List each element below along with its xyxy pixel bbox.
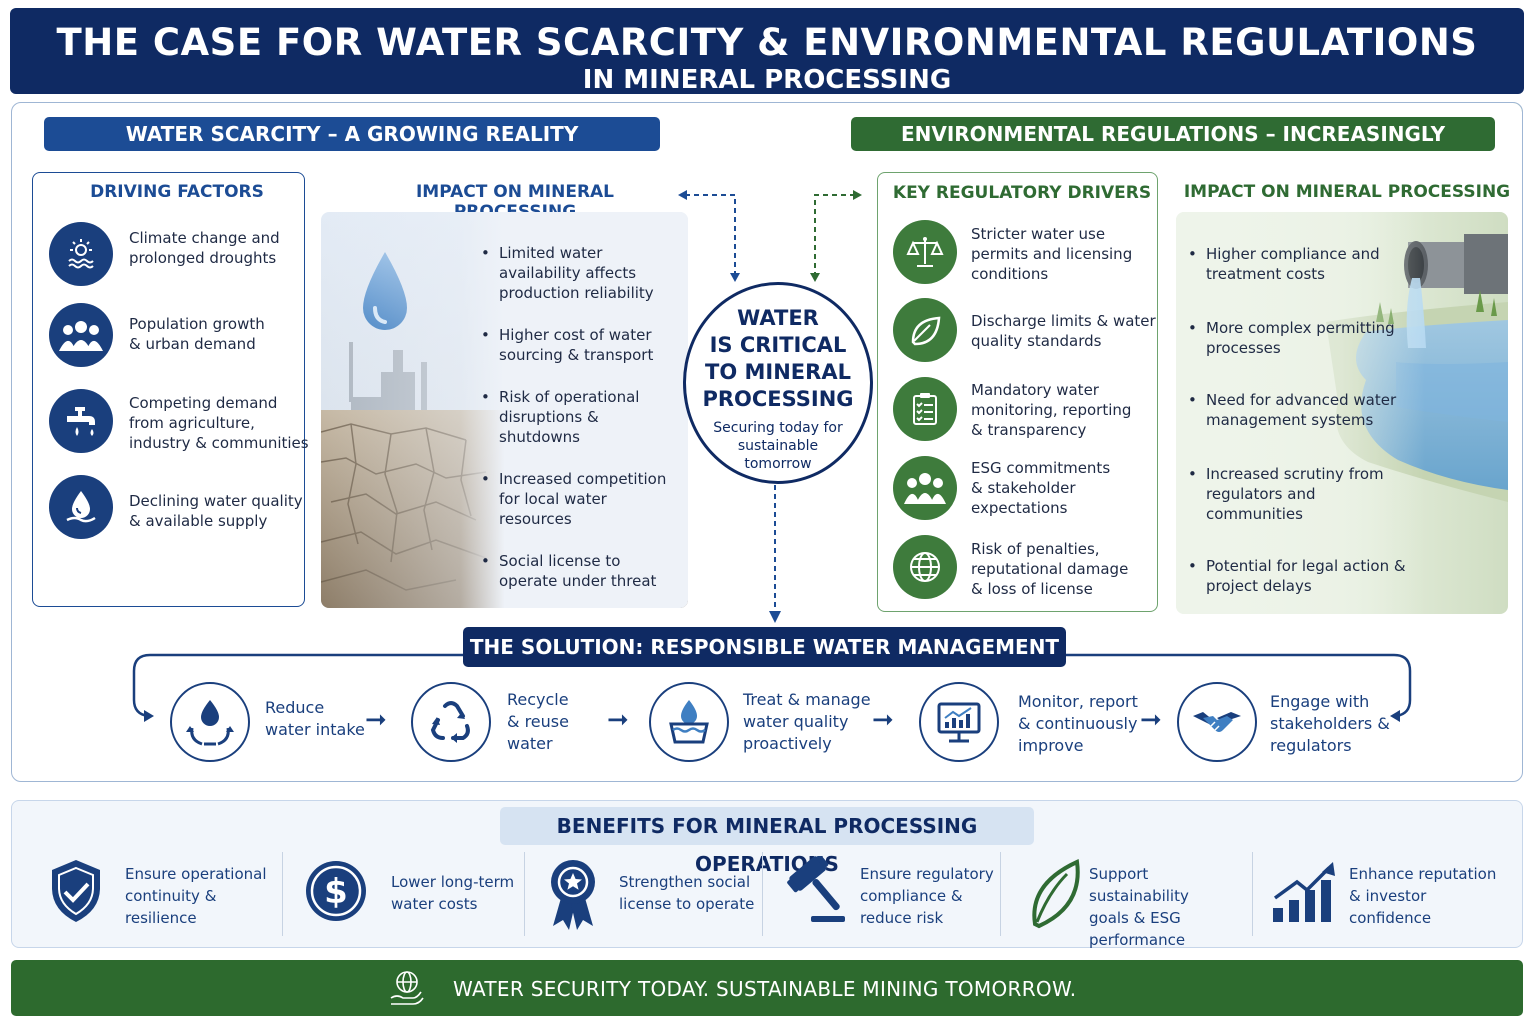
svg-text:$: $ [324, 872, 348, 912]
leaf-icon [893, 298, 957, 362]
regulations-impact-title: IMPACT ON MINERAL PROCESSING [1183, 182, 1511, 202]
globe-hand-icon [390, 971, 424, 1005]
solution-loop-arrows [132, 653, 1412, 722]
benefits-frame [11, 800, 1523, 948]
recycle-icon [411, 682, 491, 762]
sun-waves-icon [49, 222, 113, 286]
center-connectors [678, 190, 862, 623]
step-text: Engage with stakeholders & regulators [1270, 692, 1390, 755]
regulatory-drivers-title: KEY REGULATORY DRIVERS [892, 183, 1152, 203]
driver-text: Mandatory water monitoring, reporting & … [971, 381, 1132, 439]
benefit-item: Support sustainability goals & ESG perfo… [1001, 800, 1251, 949]
list-item: Increased competition for local water re… [481, 469, 681, 529]
scales-icon [893, 220, 957, 284]
divider [1000, 852, 1001, 936]
benefit-text: Ensure regulatory compliance & reduce ri… [860, 865, 994, 927]
driver-text: ESG commitments & stakeholder expectatio… [971, 459, 1111, 517]
regulatory-drivers-box [877, 172, 1158, 612]
factor-text: Population growth & urban demand [129, 315, 265, 353]
scarcity-header: WATER SCARCITY – A GROWING REALITY [44, 117, 660, 151]
divider [1252, 852, 1253, 936]
benefit-text: Ensure operational continuity & resilien… [125, 865, 267, 927]
regulations-impact-list: Higher compliance and treatment costs Mo… [1188, 244, 1408, 596]
page-title: THE CASE FOR WATER SCARCITY & ENVIRONMEN… [56, 21, 1478, 64]
benefit-item: Ensure regulatory compliance & reduce ri… [763, 800, 999, 948]
globe-icon [893, 535, 957, 599]
driving-factors-box [32, 172, 305, 607]
center-headline: WATER IS CRITICAL TO MINERAL PROCESSING [702, 306, 854, 411]
driving-factors-title: DRIVING FACTORS [90, 182, 264, 202]
benefit-item: Enhance reputation & investor confidence [1253, 800, 1521, 948]
page-subtitle: IN MINERAL PROCESSING [582, 65, 952, 95]
award-ribbon-icon [551, 860, 595, 930]
step-text: Treat & manage water quality proactively [743, 690, 871, 753]
dollar-coin-icon: $ [306, 861, 366, 921]
regulations-header: ENVIRONMENTAL REGULATIONS – INCREASINGLY… [851, 117, 1495, 180]
list-item: Risk of operational disruptions & shutdo… [481, 387, 681, 447]
gavel-icon [787, 856, 845, 922]
arrow-right-icon: ➞ [872, 705, 894, 735]
arrow-right-icon: ➞ [1140, 705, 1162, 735]
list-item: Higher compliance and treatment costs [1188, 244, 1408, 284]
leaf-outline-icon [1032, 859, 1080, 929]
center-subtext: Securing today for sustainable tomorrow [713, 420, 843, 472]
footer-slogan: WATER SECURITY TODAY. SUSTAINABLE MINING… [453, 977, 1077, 1001]
list-item: Limited water availability affects produ… [481, 243, 681, 303]
divider [762, 852, 763, 936]
monitor-chart-icon [919, 682, 999, 762]
driver-text: Discharge limits & water quality standar… [971, 312, 1156, 350]
benefit-item: Ensure operational continuity & resilien… [11, 800, 281, 948]
benefit-item: Strengthen social license to operate [525, 800, 761, 948]
list-item: Increased scrutiny from regulators and c… [1188, 464, 1408, 524]
list-item: Social license to operate under threat [481, 551, 681, 591]
title-banner: THE CASE FOR WATER SCARCITY & ENVIRONMEN… [10, 8, 1524, 95]
factor-text: Declining water quality & available supp… [129, 492, 303, 530]
driver-text: Stricter water use permits and licensing… [971, 225, 1133, 283]
list-item: Higher cost of water sourcing & transpor… [481, 325, 681, 365]
footer-bar: WATER SECURITY TODAY. SUSTAINABLE MINING… [11, 960, 1523, 1016]
list-item: More complex permitting processes [1188, 318, 1408, 358]
benefit-text: Strengthen social license to operate [619, 873, 755, 913]
benefit-text: Enhance reputation & investor confidence [1349, 865, 1497, 927]
step-text: Reduce water intake [265, 698, 365, 739]
factor-text: Climate change and prolonged droughts [129, 229, 280, 267]
factor-text: Competing demand from agriculture, indus… [129, 394, 309, 452]
growth-chart-icon [1273, 862, 1335, 922]
stakeholders-icon [893, 456, 957, 520]
shield-check-icon [52, 860, 100, 922]
list-item: Need for advanced water management syste… [1188, 390, 1408, 430]
divider [524, 852, 525, 936]
faucet-icon [49, 389, 113, 453]
water-critical-oval: WATER IS CRITICAL TO MINERAL PROCESSING … [683, 282, 873, 484]
benefit-text: Lower long-term water costs [391, 873, 515, 913]
drop-recycle-icon [170, 682, 250, 762]
main-frame [11, 102, 1523, 782]
handshake-icon [1177, 682, 1257, 762]
benefit-item: $ Lower long-term water costs [283, 800, 523, 948]
step-text: Recycle & reuse water [507, 690, 569, 753]
clipboard-checklist-icon [893, 377, 957, 441]
driver-text: Risk of penalties, reputational damage &… [971, 540, 1129, 598]
divider [282, 852, 283, 936]
arrow-right-icon: ➞ [365, 705, 387, 735]
people-icon [49, 303, 113, 367]
arrow-right-icon: ➞ [607, 705, 629, 735]
list-item: Potential for legal action & project del… [1188, 556, 1408, 596]
benefit-text: Support sustainability goals & ESG perfo… [1089, 865, 1189, 949]
scarcity-impact-list: Limited water availability affects produ… [481, 243, 681, 591]
benefits-header: BENEFITS FOR MINERAL PROCESSING OPERATIO… [500, 807, 1034, 876]
water-treatment-icon [649, 682, 729, 762]
solution-header: THE SOLUTION: RESPONSIBLE WATER MANAGEME… [463, 627, 1066, 667]
step-text: Monitor, report & continuously improve [1018, 692, 1138, 755]
water-drop-hand-icon [49, 475, 113, 539]
